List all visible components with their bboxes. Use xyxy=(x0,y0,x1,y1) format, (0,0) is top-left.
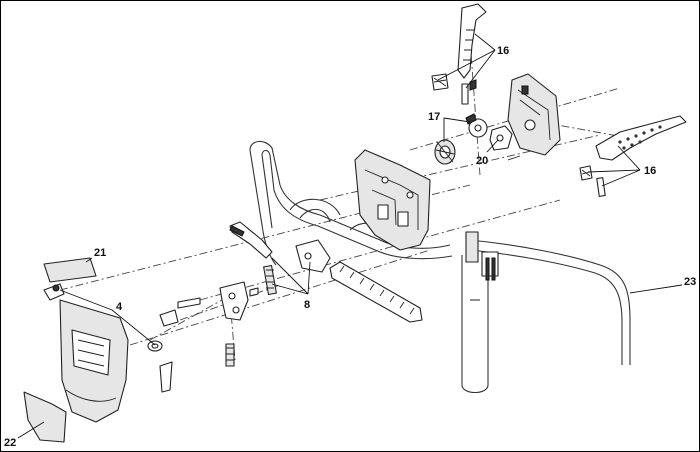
callout-21: 21 xyxy=(94,247,106,259)
hinge-bracket xyxy=(219,281,259,367)
left-housing xyxy=(43,283,129,423)
callout-23: 23 xyxy=(684,276,696,288)
tube-bracket xyxy=(465,231,499,281)
label-sticker-21 xyxy=(43,257,97,283)
leader-lines xyxy=(17,33,683,439)
right-lever-16 xyxy=(579,115,687,197)
callouts: 16 17 20 16 21 4 8 23 22 xyxy=(4,45,696,449)
cable-23 xyxy=(469,239,631,365)
upper-lever-16 xyxy=(431,3,487,105)
center-housing xyxy=(354,149,431,251)
assembly-lines xyxy=(59,39,641,361)
callout-16-right: 16 xyxy=(644,165,656,177)
end-cap-housing xyxy=(507,73,561,156)
left-lever-8 xyxy=(229,221,331,296)
callout-17: 17 xyxy=(428,111,440,123)
callout-20: 20 xyxy=(476,155,488,167)
callout-22: 22 xyxy=(4,437,16,449)
callout-16-top: 16 xyxy=(497,45,509,57)
clips-and-screws xyxy=(147,297,201,393)
callout-8: 8 xyxy=(304,299,310,311)
cover-22 xyxy=(23,391,67,443)
toothed-rack xyxy=(329,261,423,323)
callout-4: 4 xyxy=(116,301,123,313)
